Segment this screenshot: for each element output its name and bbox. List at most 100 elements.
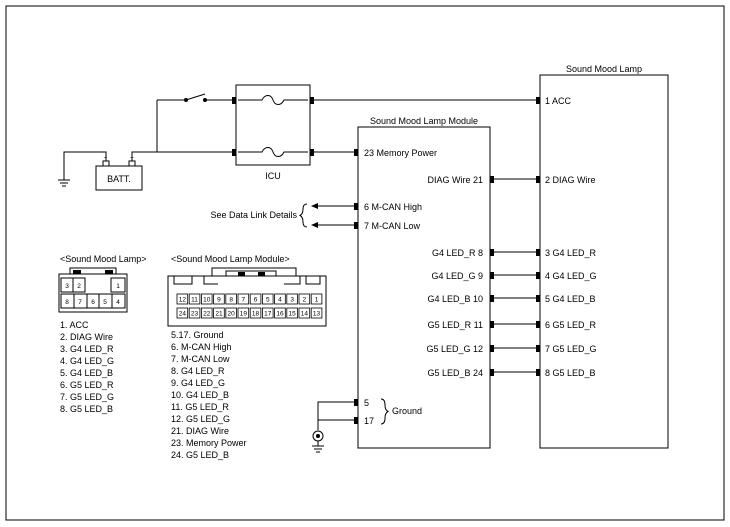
module-conn-cell — [237, 293, 250, 305]
legend-item: 8. G4 LED_R — [171, 366, 225, 376]
module-conn-cell — [213, 307, 225, 319]
lamp-pin-8: 8 G5 LED_B — [545, 368, 596, 378]
module-conn-pin: 23 — [191, 310, 199, 317]
module-conn-cell — [225, 307, 237, 319]
module-conn-pin: 2 — [303, 296, 307, 303]
lamp-conn-pin: 5 — [103, 299, 107, 306]
legend-item: 9. G4 LED_G — [171, 378, 225, 388]
module-conn-pin: 13 — [313, 310, 321, 317]
module-terminal-5 — [354, 399, 358, 406]
legend-item: 11. G5 LED_R — [171, 402, 229, 412]
module-conn-pin: 4 — [278, 296, 282, 303]
module-connector-legend: 5.17. Ground 6. M-CAN High 7. M-CAN Low … — [171, 330, 247, 460]
module-conn-cell — [188, 307, 201, 319]
lamp-connector-icon — [58, 267, 128, 313]
module-pin-12: G5 LED_G 12 — [426, 344, 483, 354]
legend-item: 4. G4 LED_G — [60, 356, 114, 366]
module-conn-cell — [213, 293, 225, 305]
lamp-pin-2: 2 DIAG Wire — [545, 175, 596, 185]
module-terminal-11 — [490, 321, 494, 328]
lamp-conn-pin: 3 — [65, 283, 69, 290]
legend-item: 6. M-CAN High — [171, 342, 232, 352]
lamp-conn-pin: 6 — [91, 299, 95, 306]
module-terminal-6 — [354, 203, 358, 210]
lamp-title: Sound Mood Lamp — [566, 64, 642, 74]
module-conn-cell — [200, 293, 213, 305]
arrow-left-icon — [311, 203, 318, 209]
module-pin-5: 5 — [364, 398, 369, 408]
module-conn-pin: 1 — [315, 296, 319, 303]
module-conn-cell — [237, 307, 250, 319]
legend-item: 7. G5 LED_G — [60, 392, 114, 402]
signal-wires: DIAG Wire 21 G4 LED_R 8 G4 LED_G 9 G4 LE… — [426, 175, 536, 378]
module-conn-pin: 14 — [301, 310, 309, 317]
module-conn-pin: 9 — [217, 296, 221, 303]
battery-positive-wire — [131, 100, 158, 161]
legend-item: 10. G4 LED_B — [171, 390, 229, 400]
legend-item: 5. G4 LED_B — [60, 368, 113, 378]
module-terminal-7 — [354, 222, 358, 229]
icu-terminal — [232, 97, 236, 104]
module-conn-cell — [225, 293, 237, 305]
lamp-pin-7: 7 G5 LED_G — [545, 344, 597, 354]
module-conn-cell — [286, 307, 298, 319]
legend-item: 21. DIAG Wire — [171, 426, 229, 436]
legend-item: 2. DIAG Wire — [60, 332, 113, 342]
lamp-pin-4: 4 G4 LED_G — [545, 271, 597, 281]
module-conn-cell — [261, 307, 274, 319]
module-connector-title: <Sound Mood Lamp Module> — [171, 254, 290, 264]
icu-terminal — [232, 149, 236, 156]
module-conn-cell — [200, 307, 213, 319]
lamp-conn-pin: 2 — [77, 283, 81, 290]
module-conn-pin: 5 — [266, 296, 270, 303]
lamp-conn-pin: 8 — [65, 299, 69, 306]
module-pin-10: G4 LED_B 10 — [427, 294, 483, 304]
module-conn-pin: 12 — [179, 296, 187, 303]
module-pin-8: G4 LED_R 8 — [432, 248, 483, 258]
legend-item: 12. G5 LED_G — [171, 414, 230, 424]
legend-item: 5.17. Ground — [171, 330, 224, 340]
module-conn-cell — [310, 307, 323, 319]
legend-item: 7. M-CAN Low — [171, 354, 230, 364]
module-terminal-9 — [490, 272, 494, 279]
lamp-terminal-2 — [536, 176, 540, 183]
lamp-terminal-7 — [536, 345, 540, 352]
module-conn-pin: 15 — [289, 310, 297, 317]
module-terminal-8 — [490, 249, 494, 256]
module-conn-cell — [249, 293, 262, 305]
fuse-2-icon — [238, 147, 308, 157]
acc-switch-icon — [185, 93, 206, 101]
battery-box — [95, 165, 143, 191]
module-conn-cell — [298, 293, 311, 305]
module-terminal-23 — [354, 149, 358, 156]
icu-box — [235, 84, 311, 166]
legend-item: 3. G4 LED_R — [60, 344, 114, 354]
legend-item: 1. ACC — [60, 320, 89, 330]
legend-item: 6. G5 LED_R — [60, 380, 114, 390]
lamp-conn-pin: 7 — [78, 299, 82, 306]
legend-item: 23. Memory Power — [171, 438, 247, 448]
module-conn-cell — [176, 307, 189, 319]
arrow-left-icon — [311, 222, 318, 228]
lamp-pin-6: 6 G5 LED_R — [545, 320, 597, 330]
module-pin-17: 17 — [364, 416, 374, 426]
ground-label: Ground — [392, 406, 422, 416]
module-conn-pin: 8 — [229, 296, 233, 303]
lamp-terminal-8 — [536, 369, 540, 376]
module-conn-cell — [188, 293, 201, 305]
module-terminal-12 — [490, 345, 494, 352]
module-terminal-10 — [490, 295, 494, 302]
module-pin-6: 6 M-CAN High — [364, 202, 422, 212]
module-conn-pin: 3 — [290, 296, 294, 303]
module-conn-cell — [274, 293, 286, 305]
module-conn-pin: 11 — [191, 296, 198, 303]
sound-mood-lamp-box — [539, 74, 669, 449]
module-pin-21: DIAG Wire 21 — [427, 175, 483, 185]
module-conn-cell — [249, 307, 262, 319]
module-pin-24: G5 LED_B 24 — [427, 368, 483, 378]
legend-item: 24. G5 LED_B — [171, 450, 229, 460]
module-terminal-17 — [354, 417, 358, 424]
icu-label: ICU — [265, 171, 281, 181]
lamp-conn-pin: 4 — [116, 299, 120, 306]
lamp-pin-3: 3 G4 LED_R — [545, 248, 597, 258]
